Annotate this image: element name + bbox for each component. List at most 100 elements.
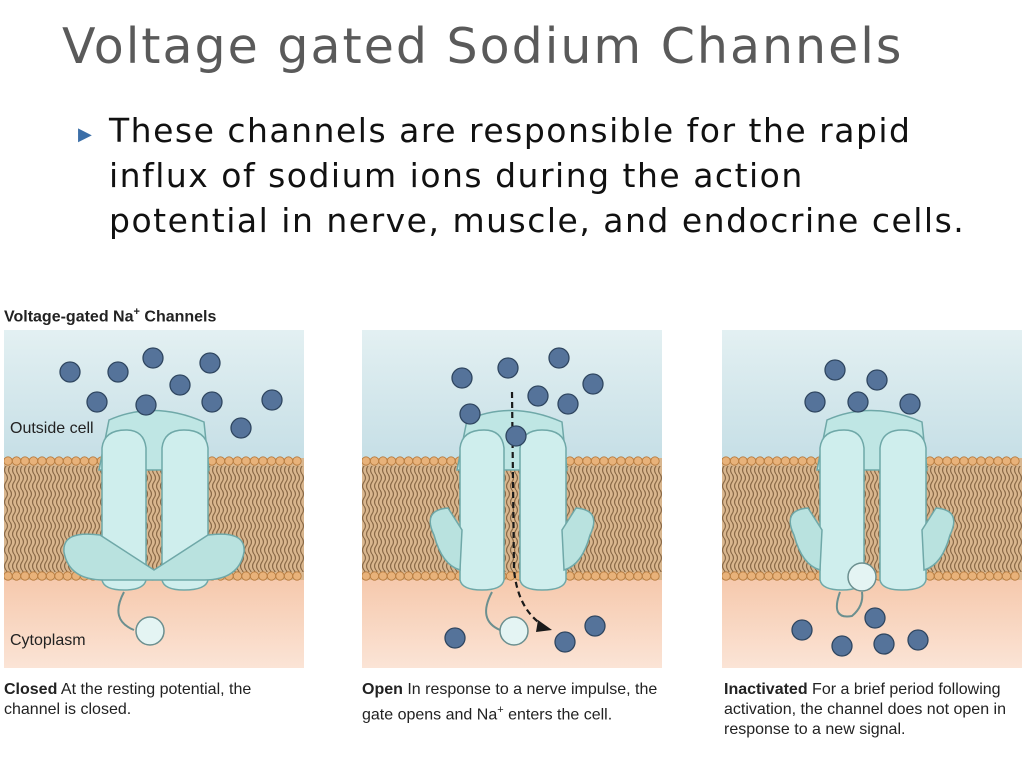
slide-title: Voltage gated Sodium Channels [62, 18, 904, 75]
lipid-head [599, 571, 609, 581]
lipid-head [283, 571, 294, 581]
lipid-head [565, 571, 575, 581]
lipid-head [984, 456, 995, 466]
lipid-head [241, 571, 251, 581]
lipid-head [54, 571, 64, 581]
sodium-ion [142, 347, 164, 369]
lipid-head [266, 456, 277, 466]
lipid-head [258, 456, 268, 466]
lipid-head [738, 456, 748, 466]
lipid-head [54, 456, 64, 466]
protein-subunit-right [879, 429, 927, 591]
caption-open-sup: + [497, 704, 504, 716]
lipid-head [429, 571, 439, 581]
lipid-head [71, 456, 81, 466]
caption-inactivated-text: For a brief period following activation,… [724, 681, 1006, 738]
lipid-head [369, 571, 380, 581]
gate-tether [117, 591, 135, 631]
caption-closed: Closed At the resting potential, the cha… [4, 680, 304, 720]
sodium-ion [866, 369, 888, 391]
lipid-head [11, 456, 22, 466]
lipid-head [437, 456, 448, 466]
sodium-ion [199, 352, 221, 374]
arrow-head-icon [536, 620, 552, 632]
sodium-ion [831, 635, 853, 657]
lipid-head [403, 456, 414, 466]
lipid-head [746, 456, 757, 466]
protein-subunit-left [459, 429, 505, 591]
sodium-ion [451, 367, 473, 389]
lipid-head [797, 571, 808, 581]
lipid-head [420, 456, 431, 466]
lipid-head [45, 456, 56, 466]
caption-closed-text: At the resting potential, the channel is… [4, 681, 252, 718]
caption-closed-bold: Closed [4, 681, 58, 698]
lipid-head [62, 571, 73, 581]
lipid-head [1001, 571, 1012, 581]
lipid-head [420, 571, 431, 581]
sodium-ion [201, 391, 223, 413]
bullet-text: These channels are responsible for the r… [109, 111, 966, 240]
sodium-ion [86, 391, 108, 413]
panel-inactivated [722, 330, 1022, 668]
sodium-ion [505, 425, 527, 447]
lipid-head [806, 571, 816, 581]
sodium-ion [907, 629, 929, 651]
sodium-ion [230, 417, 252, 439]
sodium-ion [804, 391, 826, 413]
lipid-head [378, 456, 388, 466]
lipid-head [607, 456, 618, 466]
lipid-head [395, 571, 405, 581]
lipid-head [582, 456, 592, 466]
gate-open-left [429, 507, 463, 571]
caption-open-text-2: enters the cell. [503, 706, 613, 724]
sodium-ion [169, 374, 191, 396]
label-outside-cell: Outside cell [10, 420, 94, 437]
lipid-head [258, 571, 268, 581]
sodium-ion [824, 359, 846, 381]
caption-inactivated-bold: Inactivated [724, 681, 808, 698]
sodium-ion [107, 361, 129, 383]
protein-subunit-right [519, 429, 567, 591]
lipid-head [37, 456, 47, 466]
sodium-ion [459, 403, 481, 425]
gate-tether [836, 591, 864, 618]
lipid-head [780, 571, 791, 581]
lipid-head [624, 456, 635, 466]
lipid-tails [362, 466, 662, 572]
lipid-head [386, 571, 397, 581]
lipid-head [62, 456, 73, 466]
lipid-head [729, 571, 740, 581]
lipid-head [806, 456, 816, 466]
inactivation-ball [847, 562, 877, 592]
lipid-head [403, 571, 414, 581]
sodium-ion [847, 391, 869, 413]
lipid-head [412, 456, 422, 466]
sodium-ion [59, 361, 81, 383]
label-cytoplasm: Cytoplasm [10, 632, 86, 649]
lipid-head [224, 456, 234, 466]
lipid-head [28, 456, 39, 466]
lipid-head [249, 571, 260, 581]
lipid-head [746, 571, 757, 581]
lipid-head [624, 571, 635, 581]
lipid-head [616, 456, 626, 466]
lipid-head [1010, 456, 1020, 466]
lipid-head [789, 456, 799, 466]
lipid-head [755, 571, 765, 581]
lipid-head [429, 456, 439, 466]
lipid-head [362, 571, 371, 581]
lipid-head [446, 456, 456, 466]
lipid-head [283, 456, 294, 466]
panel-open [362, 330, 662, 668]
sodium-ion [554, 631, 576, 653]
lipid-head [590, 571, 601, 581]
figure-heading-main: Voltage-gated Na [4, 308, 134, 326]
sodium-ion [557, 393, 579, 415]
lipid-tails [4, 466, 304, 572]
caption-inactivated: Inactivated For a brief period following… [724, 680, 1024, 740]
lipid-head [369, 456, 380, 466]
lipid-head [729, 456, 740, 466]
sodium-ion [548, 347, 570, 369]
lipid-head [395, 456, 405, 466]
